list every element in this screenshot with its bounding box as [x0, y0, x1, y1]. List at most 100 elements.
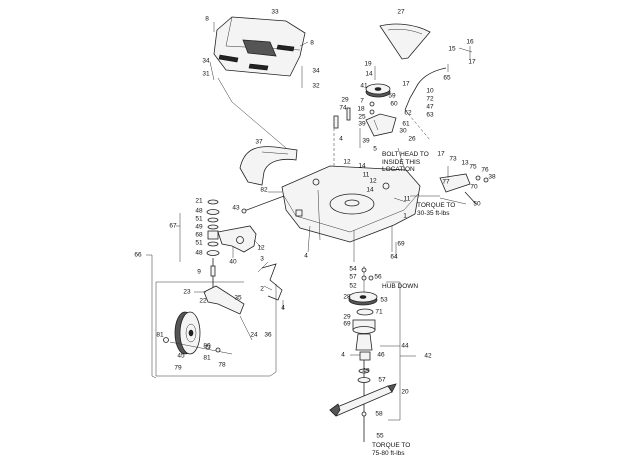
part-callout: 4: [304, 252, 308, 260]
part-callout: 81: [203, 354, 211, 362]
caster-fork: [194, 285, 253, 341]
part-callout: 47: [426, 103, 434, 111]
part-callout: 59: [388, 92, 396, 100]
note-hub-down-line-1: HUB DOWN: [382, 283, 419, 290]
note-bolt-head-line-2: INSIDE THIS: [382, 158, 421, 166]
part-callout: 12: [257, 244, 265, 252]
part-callout: 70: [470, 183, 478, 191]
part-callout: 10: [426, 87, 434, 95]
part-callout: 68: [195, 231, 203, 239]
part-callout: 13: [461, 159, 469, 167]
part-callout: 12: [369, 177, 377, 185]
caster-assembly-bracket: [146, 213, 277, 379]
part-callout: 71: [375, 308, 383, 316]
caster-mount: [217, 225, 263, 258]
part-callout: 54: [349, 265, 357, 273]
mower-deck: [281, 165, 421, 253]
part-callout: 22: [199, 297, 207, 305]
part-callout: 52: [349, 282, 357, 290]
part-callout: 51: [195, 239, 203, 247]
note-bolt-head: BOLT HEAD TO INSIDE THIS LOCATION: [382, 151, 429, 174]
note-torque-upper: TORQUE TO 30-35 ft-lbs: [417, 202, 455, 217]
part-callout: 78: [218, 361, 226, 369]
part-callout: 77: [442, 178, 450, 186]
part-callout: 46: [377, 351, 385, 359]
deck-cover: [209, 16, 309, 88]
part-callout: 31: [202, 70, 210, 78]
mower-blade: [329, 383, 397, 417]
part-callout: 66: [134, 251, 142, 259]
part-callout: 67: [169, 222, 177, 230]
part-callout: 51: [195, 215, 203, 223]
part-callout: 73: [449, 155, 457, 163]
part-callout: 14: [365, 70, 373, 78]
note-torque-lower-line-1: TORQUE TO: [372, 442, 411, 449]
part-callout: 9: [197, 268, 201, 276]
control-rod: [404, 64, 449, 111]
part-callout: 69: [397, 240, 405, 248]
part-callout: 14: [366, 186, 374, 194]
part-callout: 50: [473, 200, 481, 208]
part-callout: 17: [468, 58, 476, 66]
note-bolt-head-line-3: LOCATION: [382, 166, 415, 173]
part-callout: 5: [373, 145, 377, 153]
part-callout: 80: [203, 342, 211, 350]
part-callout: 15: [448, 45, 456, 53]
part-callout: 3: [260, 255, 264, 263]
part-callout: 53: [380, 296, 388, 304]
part-callout: 42: [424, 352, 432, 360]
part-callout: 48: [195, 207, 203, 215]
part-callout: 32: [312, 82, 320, 90]
part-callout: 4: [339, 135, 343, 143]
part-callout: 44: [401, 342, 409, 350]
part-callout: 1: [403, 212, 407, 220]
part-callout: 81: [156, 331, 164, 339]
part-callout: 63: [426, 111, 434, 119]
part-callout: 12: [343, 158, 351, 166]
part-callout: 17: [402, 80, 410, 88]
part-callout: 27: [397, 8, 405, 16]
part-callout: 75: [469, 163, 477, 171]
part-callout: 45: [177, 352, 185, 360]
part-callout: 55: [376, 432, 384, 440]
caster-spindle-stack: [206, 199, 220, 300]
part-callout: 34: [202, 57, 210, 65]
part-callout: 79: [174, 364, 182, 372]
note-torque-upper-line-2: 30-35 ft-lbs: [417, 209, 450, 217]
spindle-assembly: [348, 266, 416, 442]
part-callout: 8: [205, 15, 209, 23]
upper-pulley-assembly: [333, 66, 397, 200]
part-callout: 39: [358, 120, 366, 128]
part-callout: 69: [343, 320, 351, 328]
part-callout: 72: [426, 95, 434, 103]
leader-lines: [217, 77, 467, 262]
part-callout: 14: [358, 162, 366, 170]
part-callout: 43: [232, 204, 240, 212]
part-callout: 30: [399, 127, 407, 135]
cable-bracket: [257, 261, 284, 310]
deck-lift-linkage: [393, 166, 489, 205]
part-callout: 65: [443, 74, 451, 82]
tie-rod: [241, 191, 285, 214]
part-callout: 57: [349, 273, 357, 281]
part-callout: 7: [360, 97, 364, 105]
part-callout: 28: [343, 293, 351, 301]
part-callout: 35: [234, 294, 242, 302]
part-callout: 36: [264, 331, 272, 339]
part-callout: 49: [195, 223, 203, 231]
part-callout: 4: [341, 351, 345, 359]
part-callout: 56: [374, 273, 382, 281]
part-callout: 58: [375, 410, 383, 418]
belt-guard: [379, 23, 473, 60]
part-callout: 37: [255, 138, 263, 146]
part-callout: 61: [402, 120, 410, 128]
part-callout: 76: [481, 166, 489, 174]
part-callout: 62: [404, 109, 412, 117]
part-callout: 64: [390, 253, 398, 261]
part-callout: 21: [195, 197, 203, 205]
part-callout: 26: [408, 135, 416, 143]
note-torque-lower-line-2: 75-80 ft-lbs: [372, 449, 405, 457]
part-callout: 16: [466, 38, 474, 46]
part-callout: 57: [378, 376, 386, 384]
